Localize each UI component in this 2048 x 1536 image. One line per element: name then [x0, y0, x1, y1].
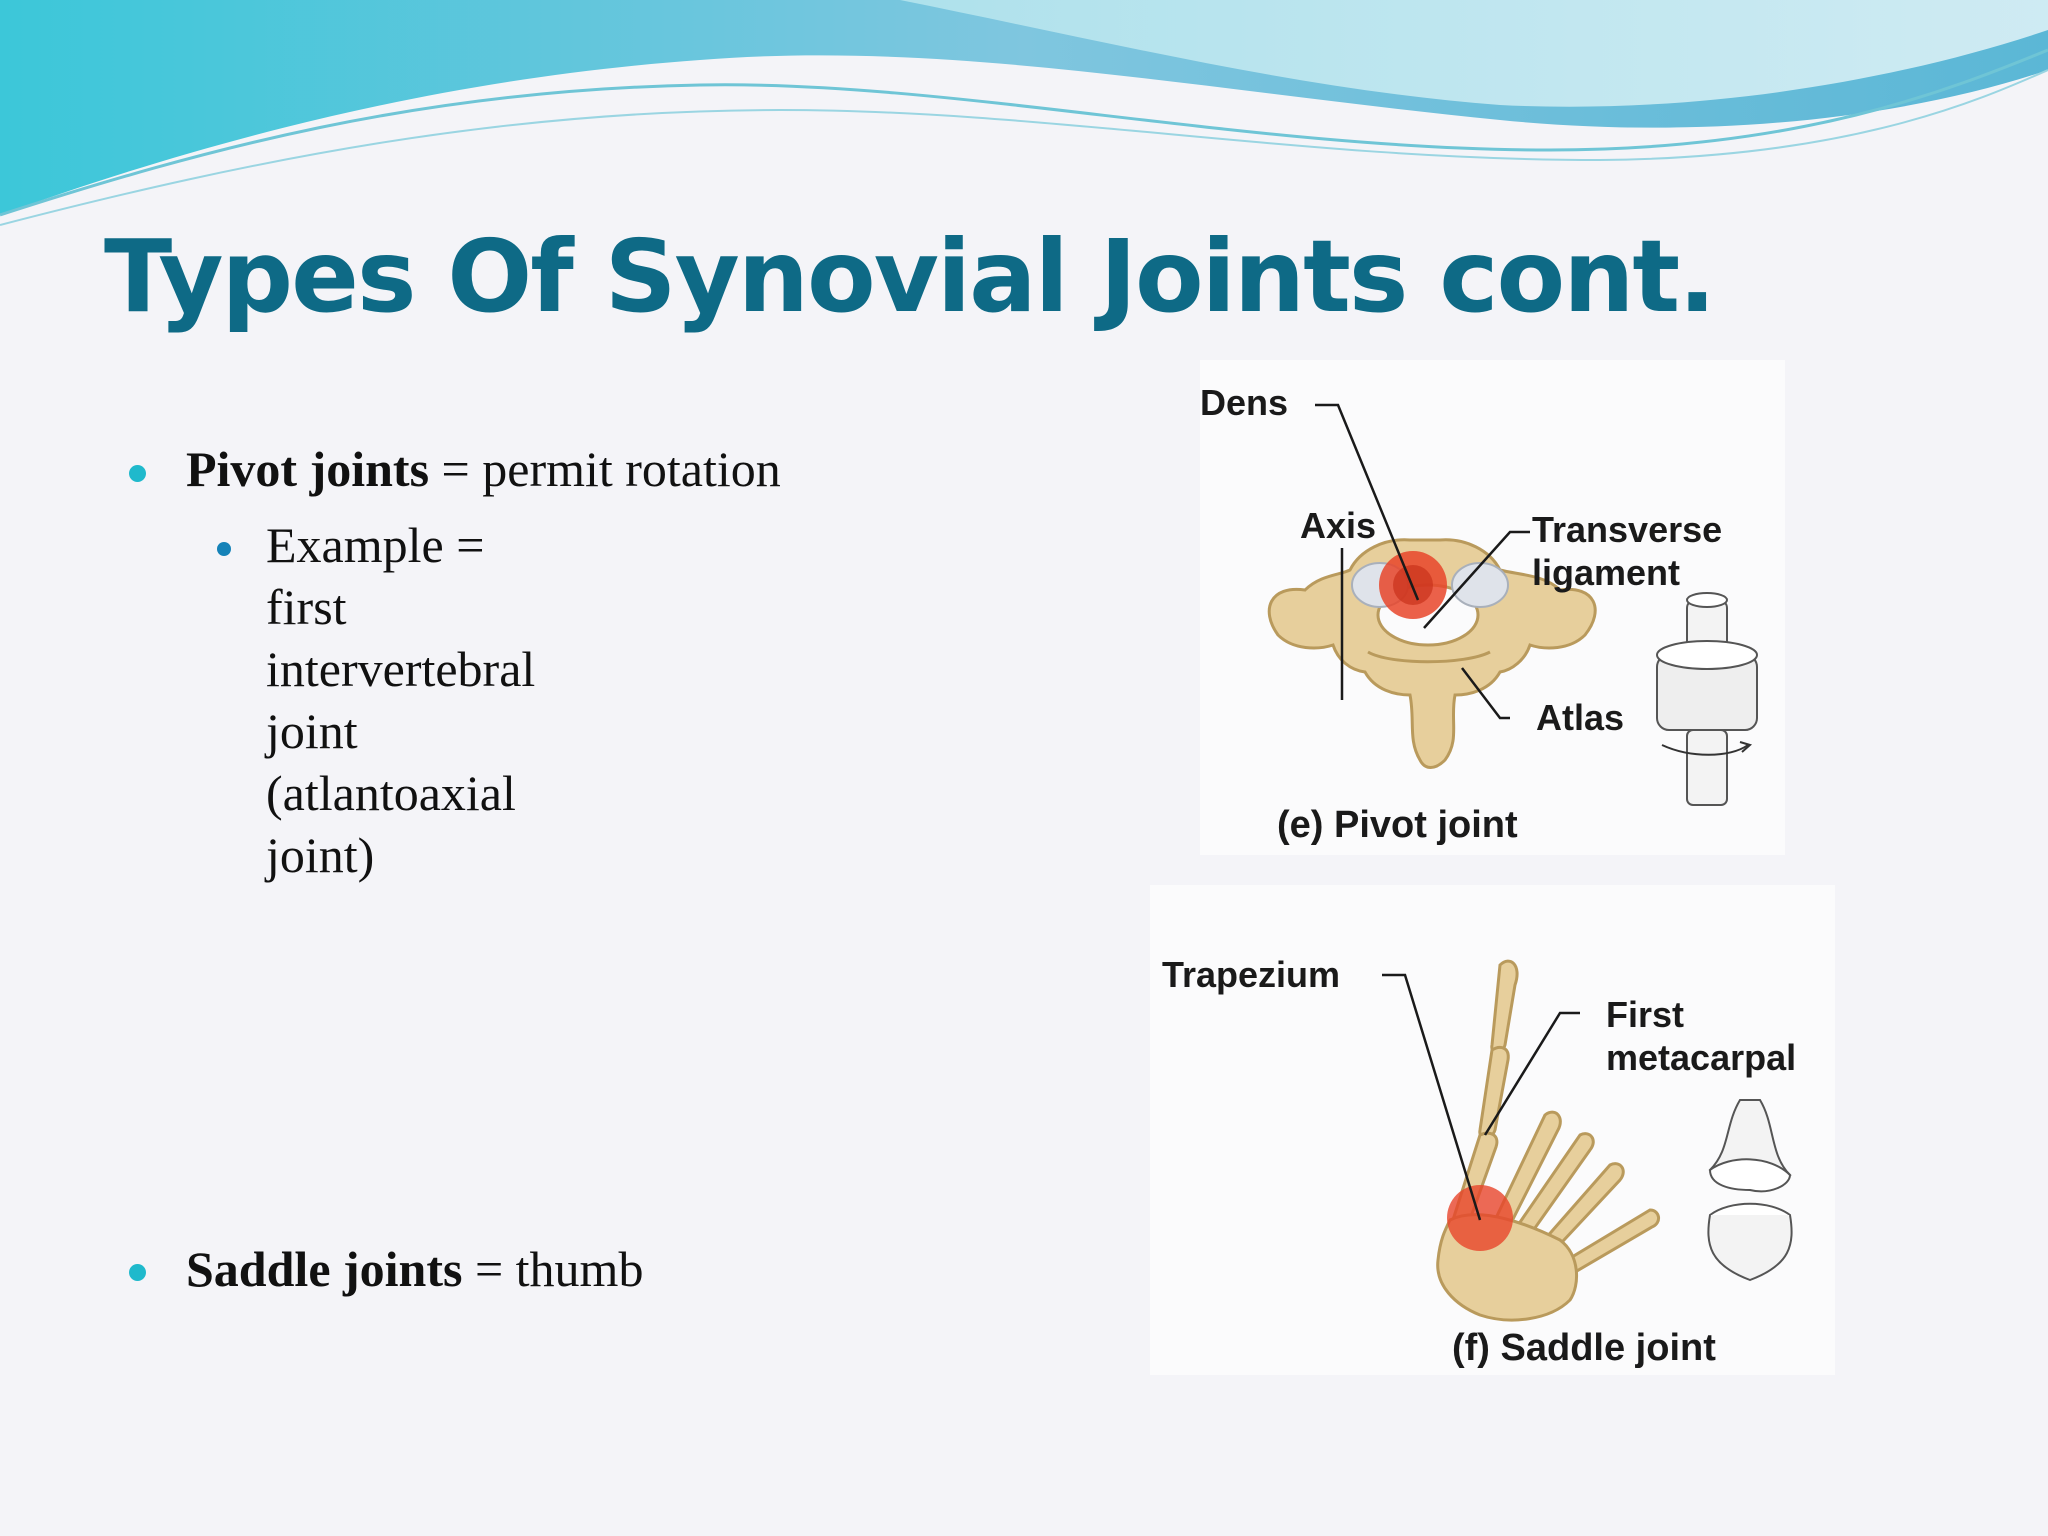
bullet-dot: [129, 465, 146, 482]
pivot-caption: (e) Pivot joint: [1277, 804, 1518, 846]
label-ligament: ligament: [1532, 552, 1680, 593]
bullet-pivot-joints: Pivot joints = permit rotation: [186, 440, 781, 498]
bullet-term: Pivot joints: [186, 441, 430, 497]
label-trapezium: Trapezium: [1162, 954, 1340, 995]
leader-lines: [1382, 973, 1580, 1221]
saddle-joint-figure: Trapezium First metacarpal (f) Saddle jo…: [1150, 885, 1835, 1375]
label-first: First: [1606, 994, 1684, 1035]
sub-bullet-example: Example = first intervertebral joint (at…: [266, 514, 535, 886]
saddle-model-icon: [1707, 1099, 1793, 1282]
label-axis: Axis: [1300, 505, 1376, 546]
bullet-term: Saddle joints: [186, 1241, 463, 1297]
sub-bullet-dot: [217, 542, 231, 556]
label-atlas: Atlas: [1536, 697, 1624, 738]
header-wave-decoration: [0, 0, 2048, 226]
bullet-text: = thumb: [462, 1241, 644, 1297]
label-dens: Dens: [1200, 382, 1288, 423]
sub-bullet-line1: Example = first intervertebral: [266, 517, 536, 697]
label-transverse: Transverse: [1532, 509, 1722, 550]
saddle-caption: (f) Saddle joint: [1452, 1327, 1716, 1369]
bullet-text: = permit rotation: [429, 441, 781, 497]
bullet-dot: [129, 1264, 146, 1281]
leader-lines: [1315, 403, 1530, 720]
hand-bones-illustration: [1436, 959, 1660, 1322]
pivot-model-icon: [1656, 592, 1758, 806]
sub-bullet-line2: joint (atlantoaxial joint): [266, 703, 516, 883]
label-metacarpal: metacarpal: [1606, 1037, 1796, 1078]
pivot-joint-figure: Dens Axis Transverse ligament Atlas (e) …: [1200, 360, 1785, 855]
slide-title: Types Of Synovial Joints cont.: [104, 218, 1716, 335]
bullet-saddle-joints: Saddle joints = thumb: [186, 1240, 643, 1298]
